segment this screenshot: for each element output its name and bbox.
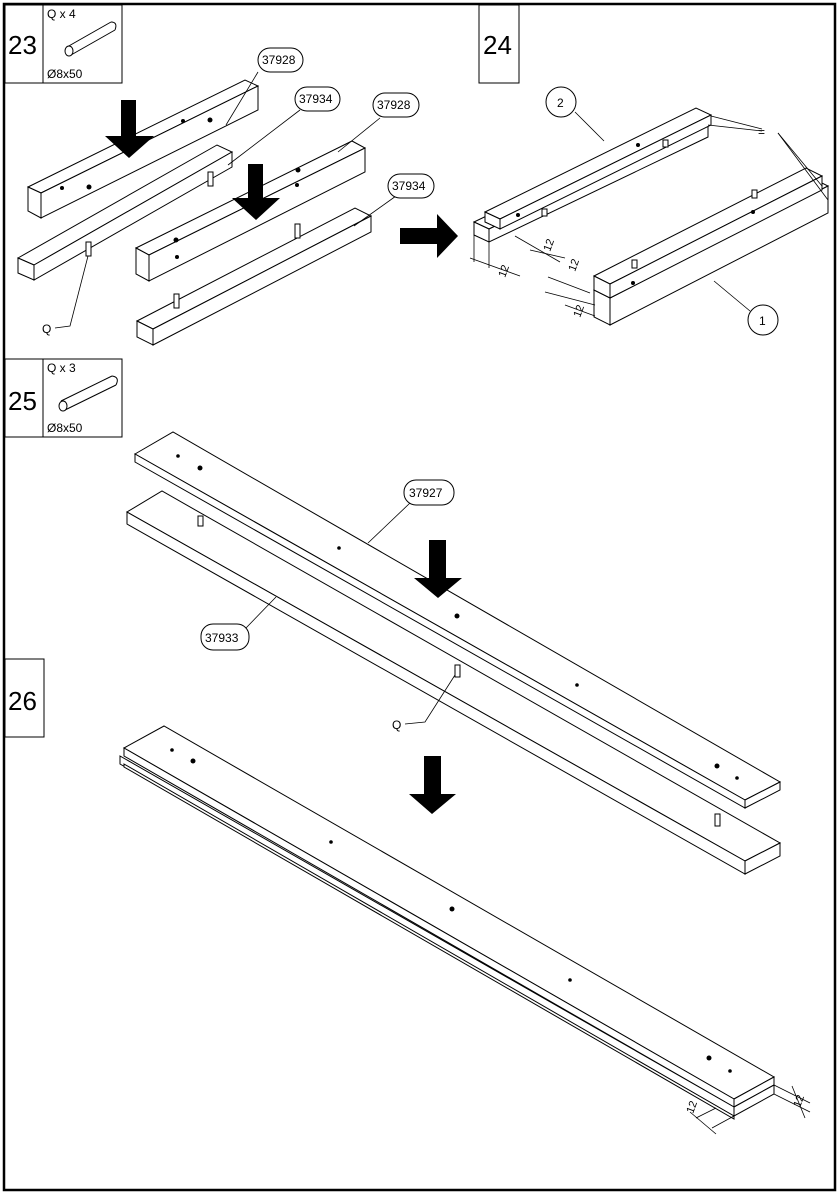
assembled-beam bbox=[119, 725, 776, 1120]
callout-part-1: 1 bbox=[747, 304, 779, 336]
svg-text:12: 12 bbox=[792, 1093, 807, 1109]
board-37927 bbox=[133, 431, 782, 809]
step-24-header: 24 bbox=[478, 4, 520, 84]
down-arrow-icon bbox=[409, 756, 456, 814]
dowel-icon bbox=[58, 375, 118, 412]
svg-text:12: 12 bbox=[567, 257, 582, 273]
step-26-number: 26 bbox=[8, 686, 37, 716]
svg-text:1: 1 bbox=[759, 314, 766, 328]
board-stack-2 bbox=[472, 107, 713, 243]
callout-37934-a: 37934 bbox=[294, 86, 341, 112]
right-arrow-icon bbox=[400, 214, 458, 258]
svg-text:37934: 37934 bbox=[299, 92, 333, 106]
dowel-leader bbox=[54, 255, 89, 329]
step-23-number: 23 bbox=[8, 30, 37, 60]
down-arrow-icon bbox=[232, 164, 280, 220]
dimension-marks-26: 12 12 bbox=[685, 1084, 811, 1135]
step-25-number: 25 bbox=[8, 386, 37, 416]
svg-text:12: 12 bbox=[497, 263, 512, 279]
svg-text:37933: 37933 bbox=[205, 631, 239, 645]
svg-text:12: 12 bbox=[572, 303, 587, 319]
dowel-label-23: Q bbox=[42, 322, 51, 336]
step-24-drawing: = 2 1 12 12 12 12 bbox=[469, 86, 830, 336]
board-37934-lower bbox=[135, 207, 373, 346]
step-26-drawing: 12 12 bbox=[119, 725, 811, 1135]
step-25-qty: Q x 3 bbox=[47, 361, 76, 375]
dimension-marks-24: 12 12 12 12 bbox=[469, 235, 596, 319]
down-arrow-icon bbox=[414, 540, 462, 598]
step-25-number-box bbox=[4, 358, 44, 438]
equal-label: = bbox=[758, 125, 765, 139]
step-23-size: Ø8x50 bbox=[47, 67, 83, 81]
callout-37928-b: 37928 bbox=[372, 92, 420, 118]
dowel-label-25: Q bbox=[392, 718, 401, 732]
callout-37934-b: 37934 bbox=[387, 173, 435, 199]
step-23-parts-box bbox=[42, 4, 123, 84]
callout-37928-a: 37928 bbox=[257, 47, 304, 73]
step-25-drawing: 37927 37933 Q bbox=[126, 431, 782, 875]
svg-text:37927: 37927 bbox=[409, 486, 443, 500]
svg-text:2: 2 bbox=[557, 96, 564, 110]
step-24-number: 24 bbox=[483, 30, 512, 60]
dowel-leader bbox=[404, 674, 456, 725]
down-arrow-icon bbox=[105, 100, 154, 158]
step-25-header: 25 Q x 3 Ø8x50 bbox=[4, 358, 123, 438]
step-24-number-box bbox=[478, 4, 520, 84]
svg-text:37934: 37934 bbox=[392, 179, 426, 193]
dowel-icon bbox=[64, 21, 117, 57]
step-25-size: Ø8x50 bbox=[47, 421, 83, 435]
board-37934-upper bbox=[16, 144, 234, 281]
callout-part-2: 2 bbox=[545, 86, 577, 118]
svg-text:12: 12 bbox=[542, 237, 557, 253]
step-23-number-box bbox=[4, 4, 44, 84]
step-26-number-box bbox=[4, 658, 45, 738]
board-stack-1 bbox=[592, 167, 830, 326]
step-25-parts-box bbox=[42, 358, 123, 438]
step-26-header: 26 bbox=[4, 658, 45, 738]
step-23-header: 23 Q x 4 Ø8x50 bbox=[4, 4, 123, 84]
callout-37927: 37927 bbox=[403, 479, 455, 506]
svg-text:12: 12 bbox=[685, 1099, 700, 1115]
step-23-qty: Q x 4 bbox=[47, 7, 76, 21]
board-37933 bbox=[126, 490, 782, 875]
svg-text:37928: 37928 bbox=[262, 53, 296, 67]
svg-text:37928: 37928 bbox=[377, 98, 411, 112]
callout-37933: 37933 bbox=[200, 623, 250, 651]
step-23-drawing: 37928 37934 37928 37934 Q bbox=[16, 47, 435, 346]
